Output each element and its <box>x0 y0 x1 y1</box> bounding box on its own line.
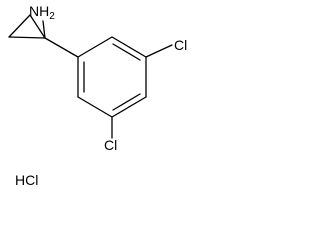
bond-cyclopropyl-top <box>8 14 31 38</box>
bond-ring-c1-c2 <box>77 36 113 58</box>
bond-cyclopropyl-right <box>29 14 46 39</box>
amine-label: NH2 <box>29 3 55 22</box>
chloro-top-label: Cl <box>174 37 187 53</box>
amine-label-subscript: 2 <box>49 11 55 22</box>
bond-cyclopropyl-left <box>8 36 46 39</box>
bond-ring-to-chloro-top <box>145 44 173 58</box>
bond-cyclopropyl-to-phenyl <box>44 37 79 58</box>
salt-label: HCl <box>15 172 38 188</box>
bond-ring-c5-c6 <box>77 96 113 118</box>
chemical-structure-drawing: NH2 Cl Cl HCl <box>8 3 187 188</box>
double-bond-inner-bottom <box>112 93 141 111</box>
double-bond-inner-top <box>112 43 141 61</box>
bond-ring-c4-c5 <box>111 96 147 118</box>
bond-c-to-amine <box>42 20 46 39</box>
cyclopropane-ring <box>8 14 46 39</box>
benzene-ring <box>77 36 147 118</box>
amine-label-main: NH <box>29 3 49 19</box>
chloro-bottom-label: Cl <box>104 137 117 153</box>
bond-ring-c2-c3 <box>111 36 147 58</box>
